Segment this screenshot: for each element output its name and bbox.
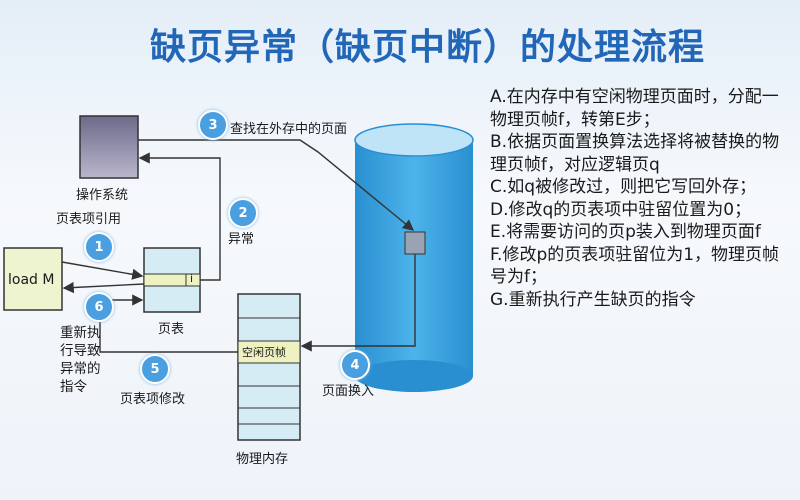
step-c: C.如q被修改过，则把它写回外存； bbox=[490, 177, 757, 197]
page-table-mark: i bbox=[190, 272, 194, 285]
step-circle-6: 6 bbox=[84, 292, 114, 322]
step-circle-1: 1 bbox=[84, 232, 114, 262]
step-circle-3: 3 bbox=[198, 110, 228, 140]
pte-modify-label: 页表项修改 bbox=[120, 392, 186, 407]
step-f: F.修改p的页表项驻留位为1，物理页帧号为f； bbox=[490, 244, 780, 288]
page-in-label: 页面换入 bbox=[322, 384, 375, 399]
step-a: A.在内存中有空闲物理页面时，分配一物理页帧f，转第E步； bbox=[490, 87, 779, 130]
page-table bbox=[143, 247, 201, 313]
load-label: load M bbox=[8, 272, 55, 288]
load-box bbox=[3, 247, 63, 311]
physical-memory bbox=[237, 293, 301, 441]
step-circle-2: 2 bbox=[228, 198, 258, 228]
step-g: G.重新执行产生缺页的指令 bbox=[490, 289, 696, 310]
exception-label: 异常 bbox=[228, 232, 255, 247]
free-frame-label: 空闲页帧 bbox=[242, 346, 286, 359]
os-label: 操作系统 bbox=[76, 188, 129, 203]
disk-cylinder bbox=[354, 123, 474, 392]
pte-ref-label: 页表项引用 bbox=[56, 212, 122, 227]
page-title: 缺页异常（缺页中断）的处理流程 bbox=[150, 27, 706, 68]
phys-mem-label: 物理内存 bbox=[236, 452, 289, 467]
page-table-label: 页表 bbox=[158, 322, 185, 337]
step-e: E.将需要访问的页p装入到物理页面f bbox=[490, 222, 761, 242]
step-d: D.修改q的页表项中驻留位置为0； bbox=[490, 199, 752, 220]
steps-list: A.在内存中有空闲物理页面时，分配一物理页帧f，转第E步； B.依据页面置换算法… bbox=[490, 86, 790, 311]
find-label: 查找在外存中的页面 bbox=[230, 122, 348, 137]
os-box bbox=[79, 115, 139, 179]
step-circle-4: 4 bbox=[340, 350, 370, 380]
restart-label: 重新执 行导致 异常的 指令 bbox=[60, 325, 101, 395]
step-b: B.依据页面置换算法选择将被替换的物理页帧f，对应逻辑页q bbox=[490, 132, 780, 175]
step-circle-5: 5 bbox=[140, 354, 170, 384]
